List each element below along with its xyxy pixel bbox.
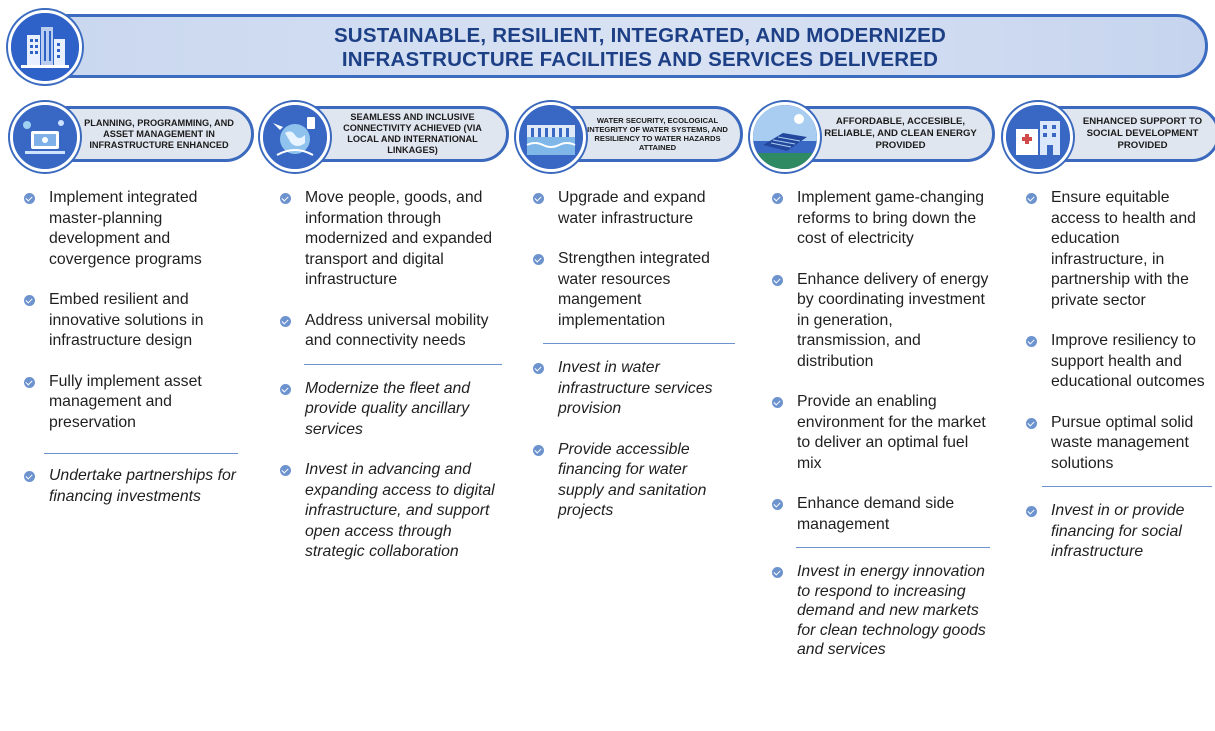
pillar-list-social: Ensure equitable access to health and ed… — [1026, 188, 1212, 583]
check-bullet-icon — [772, 499, 783, 510]
check-bullet-icon — [24, 295, 35, 306]
banner-title-line-1: SUSTAINABLE, RESILIENT, INTEGRATED, AND … — [333, 24, 947, 47]
list-item: Enhance delivery of energy by coordinati… — [772, 270, 990, 373]
pillar-title-water: WATER SECURITY, ECOLOGICAL INTEGRITY OF … — [587, 116, 728, 152]
list-item: Invest in advancing and expanding access… — [280, 460, 502, 563]
pillar-title-social: ENHANCED SUPPORT TO SOCIAL DEVELOPMENT P… — [1082, 116, 1203, 151]
check-bullet-icon — [772, 193, 783, 204]
pillar-list-connectivity: Move people, goods, and information thro… — [280, 188, 502, 583]
banner-title-line-2: INFRASTRUCTURE FACILITIES AND SERVICES D… — [341, 48, 939, 71]
check-bullet-icon — [280, 465, 291, 476]
list-item: Implement game-changing reforms to bring… — [772, 188, 990, 250]
list-item: Fully implement asset management and pre… — [24, 372, 238, 434]
pillar-title-energy: AFFORDABLE, ACCESIBLE, RELIABLE, AND CLE… — [824, 116, 977, 151]
check-bullet-icon — [772, 397, 783, 408]
check-bullet-icon — [280, 315, 291, 327]
globe-connectivity-icon — [260, 102, 330, 172]
item-text: Modernize the fleet and provide quality … — [305, 379, 471, 438]
solar-panel-icon — [750, 102, 820, 172]
list-item: Embed resilient and innovative solutions… — [24, 290, 238, 352]
section-divider — [543, 343, 735, 344]
item-text: Invest in water infrastructure services … — [558, 359, 713, 417]
section-divider — [304, 363, 502, 365]
pillar-list-energy: Implement game-changing reforms to bring… — [772, 188, 990, 680]
check-bullet-icon — [24, 471, 35, 482]
check-bullet-icon — [533, 254, 544, 265]
list-item: Invest in water infrastructure services … — [533, 358, 735, 420]
item-text: Pursue optimal solid waste management so… — [1051, 413, 1194, 472]
pillar-title-connectivity: SEAMLESS AND INCLUSIVE CONNECTIVITY ACHI… — [343, 112, 482, 155]
check-bullet-icon — [533, 363, 544, 374]
check-bullet-icon — [1026, 506, 1037, 517]
list-item: Modernize the fleet and provide quality … — [280, 379, 502, 441]
item-text: Provide an enabling environment for the … — [797, 393, 986, 472]
check-bullet-icon — [1026, 193, 1037, 204]
item-text: Ensure equitable access to health and ed… — [1051, 189, 1196, 309]
item-text: Provide accessible financing for water s… — [558, 440, 707, 520]
list-item: Improve resiliency to support health and… — [1026, 331, 1212, 393]
check-bullet-icon — [772, 274, 783, 286]
list-item: Implement integrated master-planning dev… — [24, 188, 238, 270]
pillar-list-planning: Implement integrated master-planning dev… — [24, 188, 238, 527]
city-buildings-icon — [8, 10, 82, 84]
list-item: Move people, goods, and information thro… — [280, 188, 502, 291]
item-text: Improve resiliency to support health and… — [1051, 332, 1205, 390]
check-bullet-icon — [280, 193, 291, 204]
item-text: Enhance delivery of energy by coordinati… — [797, 270, 989, 370]
title-banner: SUSTAINABLE, RESILIENT, INTEGRATED, AND … — [30, 14, 1208, 78]
item-text: Strengthen integrated water resources ma… — [558, 250, 710, 329]
item-text: Implement integrated master-planning dev… — [49, 189, 202, 268]
check-bullet-icon — [24, 376, 35, 388]
section-divider — [796, 547, 990, 548]
list-item: Invest in energy innovation to respond t… — [772, 562, 990, 660]
item-text: Embed resilient and innovative solutions… — [49, 291, 204, 349]
pillar-list-water: Upgrade and expand water infrastructure … — [533, 188, 735, 542]
item-text: Invest in advancing and expanding access… — [305, 461, 495, 560]
list-item: Invest in or provide financing for socia… — [1026, 501, 1212, 563]
list-item: Ensure equitable access to health and ed… — [1026, 188, 1212, 311]
list-item: Provide accessible financing for water s… — [533, 440, 735, 522]
check-bullet-icon — [772, 567, 783, 578]
item-text: Invest in energy innovation to respond t… — [797, 563, 986, 658]
hospital-school-icon — [1003, 102, 1073, 172]
section-divider — [44, 453, 238, 454]
item-text: Fully implement asset management and pre… — [49, 372, 202, 431]
section-divider — [1042, 486, 1212, 487]
check-bullet-icon — [533, 444, 544, 456]
item-text: Move people, goods, and information thro… — [305, 189, 493, 288]
pillar-title-planning: PLANNING, PROGRAMMING, AND ASSET MANAGEM… — [84, 117, 234, 150]
check-bullet-icon — [1026, 336, 1037, 347]
item-text: Enhance demand side management — [797, 495, 955, 533]
planning-tablet-icon — [10, 102, 80, 172]
check-bullet-icon — [24, 193, 35, 204]
list-item: Address universal mobility and connectiv… — [280, 311, 502, 352]
item-text: Undertake partnerships for financing inv… — [49, 467, 237, 505]
banner-title: SUSTAINABLE, RESILIENT, INTEGRATED, AND … — [95, 24, 1185, 72]
list-item: Undertake partnerships for financing inv… — [24, 466, 238, 507]
item-text: Implement game-changing reforms to bring… — [797, 189, 985, 247]
check-bullet-icon — [1026, 417, 1037, 429]
check-bullet-icon — [533, 193, 544, 204]
list-item: Strengthen integrated water resources ma… — [533, 249, 735, 331]
item-text: Invest in or provide financing for socia… — [1051, 502, 1185, 560]
item-text: Upgrade and expand water infrastructure — [558, 189, 706, 227]
item-text: Address universal mobility and connectiv… — [305, 311, 489, 350]
list-item: Upgrade and expand water infrastructure — [533, 188, 735, 229]
check-bullet-icon — [280, 383, 291, 395]
list-item: Enhance demand side management — [772, 494, 990, 535]
list-item: Provide an enabling environment for the … — [772, 392, 990, 474]
dam-water-icon — [516, 102, 586, 172]
list-item: Pursue optimal solid waste management so… — [1026, 413, 1212, 475]
